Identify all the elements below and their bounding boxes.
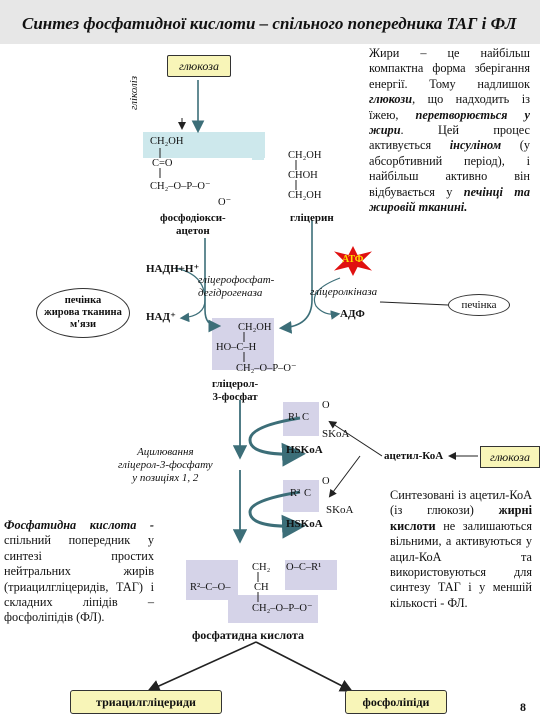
phosphatidic-acid-label: фосфатидна кислота — [192, 628, 305, 642]
intro-text-3: . Цей процес активується — [369, 123, 530, 153]
pa-o-c-r1: O–C–R¹ — [286, 562, 322, 573]
right-note-bold: жирні кислоти — [390, 503, 532, 533]
acyl1-o: O — [322, 400, 330, 411]
glucose-right-box: глюкоза — [480, 446, 540, 468]
intro-text-1: Жири – це найбільш компактна форма збері… — [369, 46, 530, 91]
dhap-line-1: CH₂OH — [150, 136, 184, 147]
skoa-1: SKoA — [322, 428, 350, 440]
liver-right-ellipse: печінка — [448, 294, 510, 316]
enzyme-glycerol-kinase: гліцеролкіназа — [310, 286, 378, 298]
intro-text-4: (у абсорбтивний період), і найбільш акти… — [369, 138, 530, 199]
acyl1-c: C — [302, 412, 310, 423]
acyl1-r1: R¹ — [288, 412, 299, 423]
right-note-text-2: не залишаються вільними, а активуються у… — [390, 518, 532, 610]
dhap-line-2: C=O — [152, 158, 173, 169]
liver-adipose-ellipse: печінка жирова тканина м'язи — [36, 288, 130, 338]
intro-converted: перетворюється у жири — [369, 107, 531, 138]
dhap-o-minus: O⁻ — [218, 197, 232, 208]
right-note-text-1: Синтезовані із ацетил-КоА (із глюкози) — [390, 488, 532, 518]
intro-glucose: глюкози — [369, 92, 413, 107]
pa-ch: CH — [254, 582, 269, 593]
adp-label: АДФ — [340, 308, 365, 320]
enzyme-g3p-dehydrogenase: гліцерофосфат- дегідрогеназа — [198, 274, 275, 299]
page-title: Синтез фосфатидної кислоти – спільного п… — [22, 14, 517, 33]
g3p-label: гліцерол- 3-фосфат — [212, 378, 259, 403]
pa-r2-c-o: R²–C–O– — [190, 582, 231, 593]
cyan-shade — [143, 132, 265, 158]
phospholipids-box: фосфоліпіди — [345, 690, 447, 714]
left-note-text: спільний попередник у синтезі простих не… — [4, 533, 154, 625]
hskoa-2: HSKoA — [286, 518, 323, 530]
acyl2-c: C — [304, 488, 312, 499]
acetyl-coa-label: ацетил-КоА — [384, 450, 444, 462]
glycerol-label: гліцерин — [290, 212, 334, 224]
lavender-shade-g3p — [212, 318, 274, 370]
dhap-line-3: CH₂–O–P–O⁻ — [150, 181, 211, 192]
intro-text-2: , що надходить із їжею, — [369, 92, 530, 122]
glucose-top-box: глюкоза — [167, 55, 231, 77]
acyl2-o: O — [322, 476, 330, 487]
glycolysis-label: гліколіз — [128, 75, 140, 110]
pa-ch2-bottom: CH₂–O–P–O⁻ — [252, 603, 313, 614]
g3p-line-3: CH₂–O–P–O⁻ — [236, 363, 297, 374]
intro-insulin: інсуліном — [449, 138, 502, 153]
glycerol-line-2: CHOH — [288, 170, 318, 181]
skoa-2: SKoA — [326, 504, 354, 516]
title-bar: Синтез фосфатидної кислоти – спільного п… — [0, 0, 540, 44]
nadh-label: НАДН+Н⁺ — [146, 263, 200, 275]
intro-paragraph: Жири – це найбільш компактна форма збері… — [369, 46, 530, 215]
acyl2-r2: R² — [290, 488, 301, 499]
right-note: Синтезовані із ацетил-КоА (із глюкози) ж… — [390, 488, 532, 611]
pa-ch2-top: CH₂ — [252, 562, 271, 573]
hskoa-1: HSKoA — [286, 444, 323, 456]
glycerol-line-3: CH₂OH — [288, 190, 322, 201]
dhap-label: фосфодіокси- ацетон — [160, 212, 226, 237]
triacylglycerols-box: триацилгліцериди — [70, 690, 222, 714]
g3p-line-1: CH₂OH — [238, 322, 272, 333]
left-note: Фосфатидна кислота - спільний попередник… — [4, 518, 154, 626]
page-number: 8 — [520, 700, 526, 714]
left-note-bold: Фосфатидна кислота - — [4, 518, 154, 532]
glycerol-line-1: CH₂OH — [288, 150, 322, 161]
g3p-line-2: HO–C–H — [216, 342, 257, 353]
atp-label: АТФ — [342, 254, 364, 265]
nad-label: НАД⁺ — [146, 311, 176, 323]
intro-tissues: печінці та жировій тканині. — [369, 184, 530, 215]
acylation-label: Ацилювання гліцерол-3-фосфату у позиціях… — [118, 446, 213, 484]
